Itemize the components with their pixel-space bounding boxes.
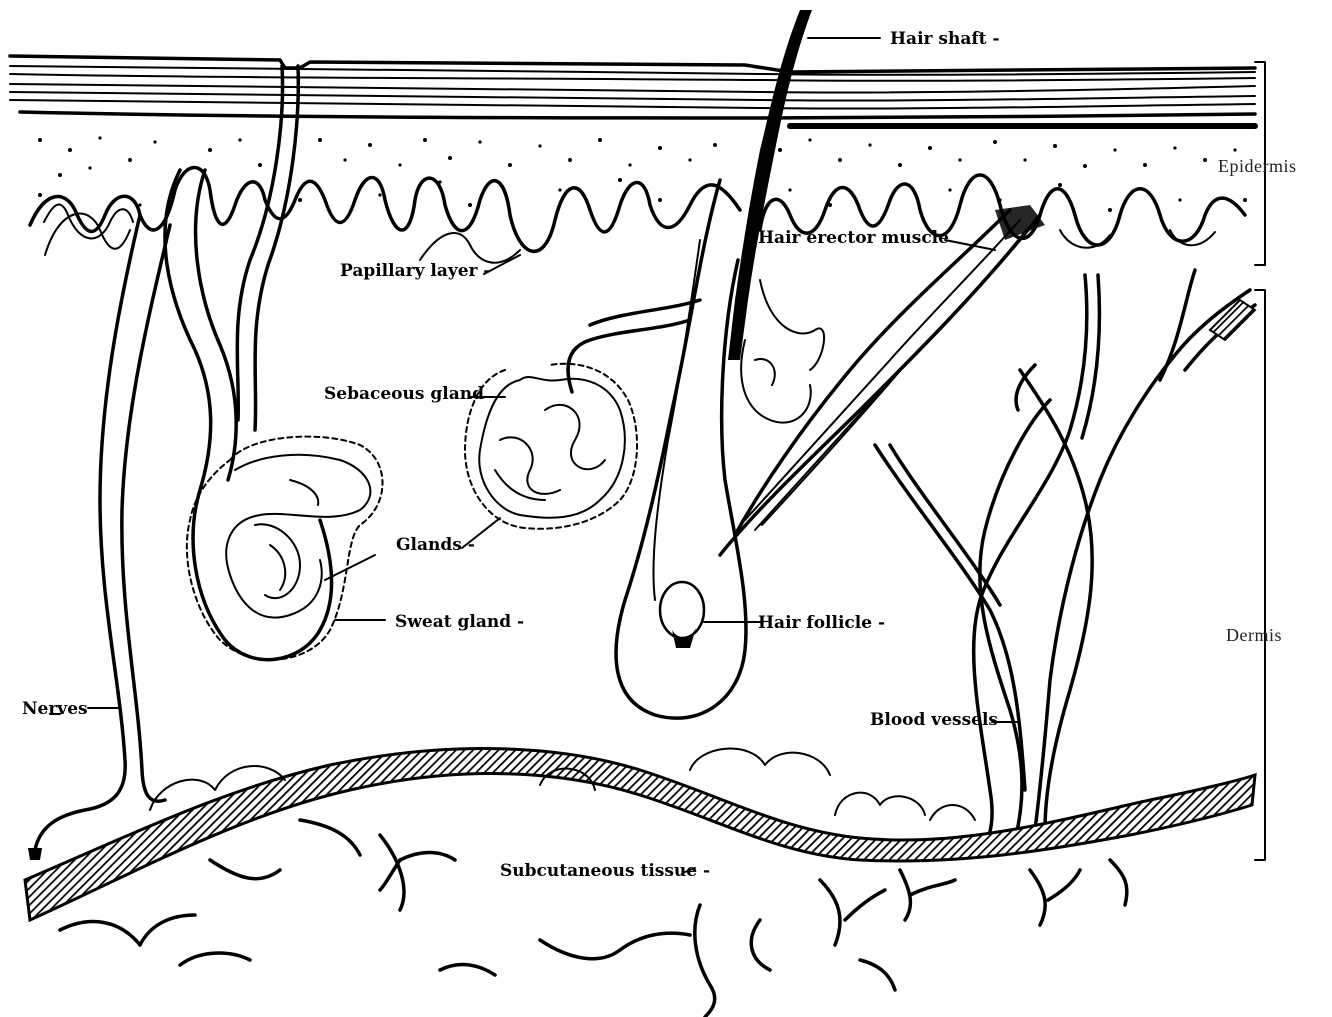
epidermis-layers [10,56,1255,126]
granular-layer-stipple [33,136,1247,216]
erector-muscle-illustration [720,205,1045,555]
labels: Hair shaft - Epidermis Hair erector musc… [22,29,1297,881]
label-hair-follicle: Hair follicle - [758,613,885,633]
label-sebaceous-gland: Sebaceous gland [324,384,484,404]
label-dermis: Dermis [1226,625,1282,645]
subcutaneous-band [25,749,1255,920]
label-sweat-gland: Sweat gland - [395,612,524,632]
basal-layer-ridges [30,168,1245,252]
layer-brackets [1255,62,1265,860]
label-hair-shaft: Hair shaft - [890,29,1000,49]
label-hair-erector-muscle: Hair erector muscle [758,228,949,248]
label-epidermis: Epidermis [1218,156,1297,176]
sweat-duct [237,66,298,430]
nerve-illustration [28,215,170,860]
label-subcutaneous-tissue: Subcutaneous tissue - [500,861,710,881]
label-papillary-layer: Papillary layer - [340,261,490,281]
label-nerves: Nerves [22,699,88,719]
blood-vessels-illustration [875,270,1255,845]
label-glands: Glands - [396,535,475,555]
label-blood-vessels: Blood vessels [870,710,998,730]
hair-shaft-illustration [728,10,880,360]
